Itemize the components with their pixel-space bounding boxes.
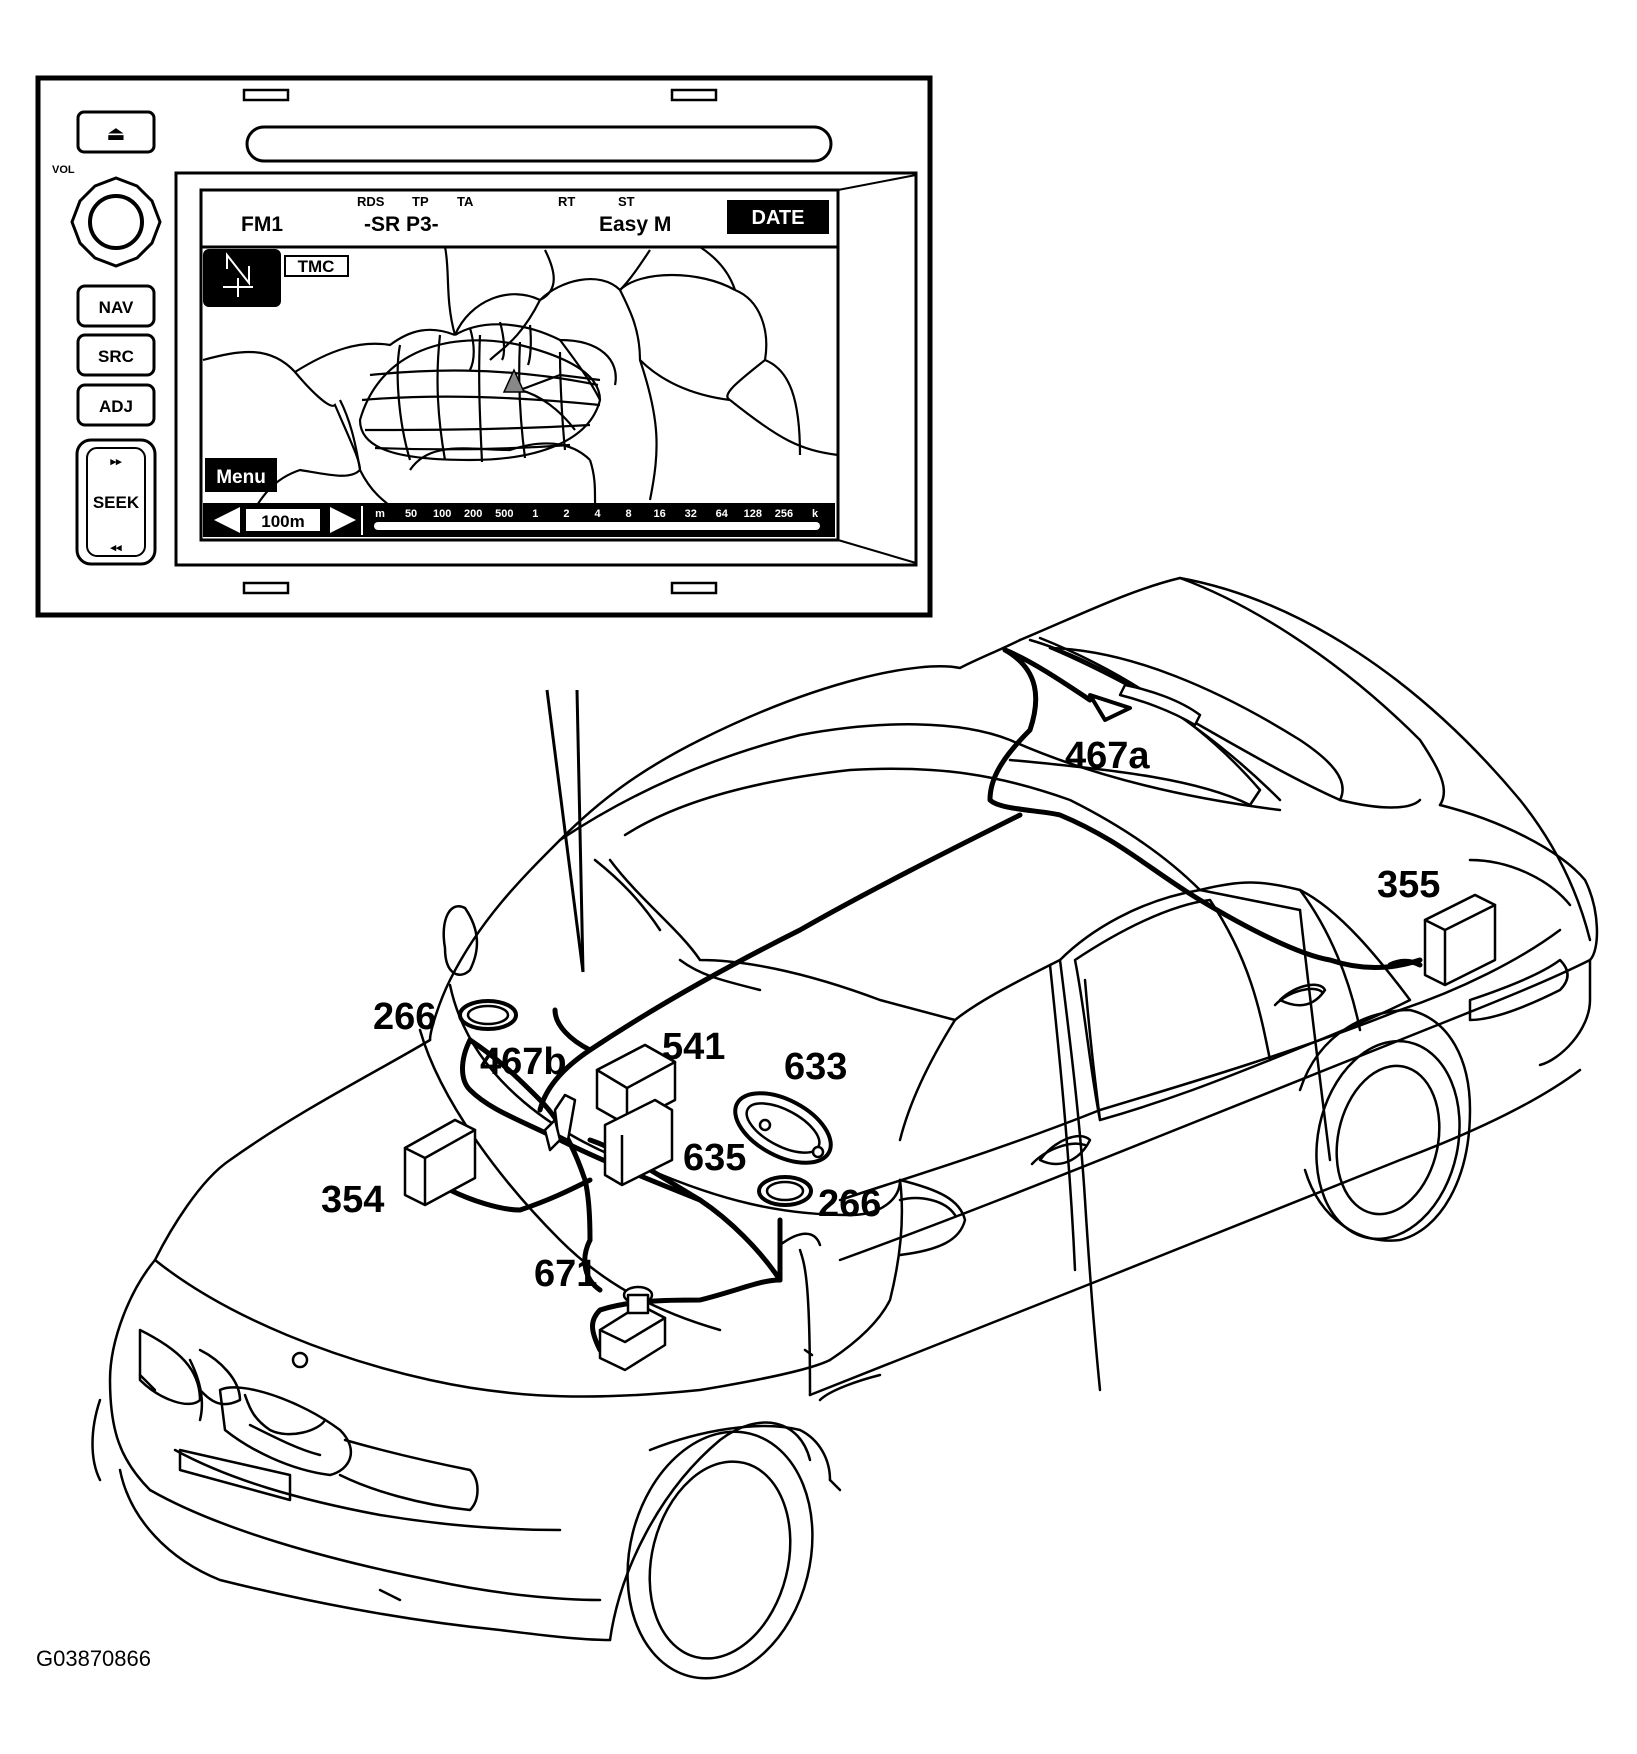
rt-indicator: RT — [558, 194, 575, 209]
scale-tick-label: 200 — [464, 508, 482, 520]
zoom-in-icon[interactable] — [330, 507, 356, 533]
mount-tab — [242, 581, 290, 595]
scale-slider-track[interactable] — [374, 522, 820, 530]
nav-button-label: NAV — [99, 298, 134, 317]
bezel-edge — [837, 174, 917, 191]
adj-button-label: ADJ — [99, 397, 133, 416]
bracket-635 — [543, 1093, 577, 1152]
head-unit: ⏏ VOL NAV SRC ADJ ▸▸ SEEK ◂◂ — [35, 75, 933, 618]
volume-label: VOL — [52, 164, 75, 176]
scale-tick-label: 1 — [532, 508, 538, 520]
antenna-cable — [545, 689, 585, 973]
callout-labels: 467a 355 266 467b 541 633 635 354 266 67… — [321, 735, 1440, 1295]
scale-ticks: m 50 100 200 500 1 2 4 8 16 32 64 128 256 k — [375, 508, 819, 520]
date-button-label: DATE — [752, 207, 805, 229]
speaker-266-right — [757, 1175, 813, 1207]
tmc-label: TMC — [298, 257, 335, 276]
scale-tick-label: 16 — [654, 508, 666, 520]
src-button-label: SRC — [98, 347, 134, 366]
ta-indicator: TA — [457, 194, 474, 209]
date-button[interactable]: DATE — [727, 200, 829, 234]
tp-indicator: TP — [412, 194, 429, 209]
module-355 — [1423, 893, 1497, 987]
program-name: Easy M — [599, 213, 671, 236]
wiring-harness — [447, 647, 1423, 1353]
scale-tick-label: 32 — [685, 508, 697, 520]
seek-up-icon: ▸▸ — [109, 456, 122, 468]
band-label: FM1 — [241, 213, 283, 236]
station-name: -SR P3- — [364, 213, 439, 236]
figure-id: G03870866 — [36, 1646, 151, 1671]
callout-266-right: 266 — [818, 1183, 881, 1225]
seek-label: SEEK — [93, 493, 140, 512]
module-354 — [403, 1118, 477, 1207]
tmc-badge — [284, 255, 349, 277]
scale-tick-label: 8 — [626, 508, 632, 520]
steering-wheel-633 — [733, 1091, 833, 1165]
scale-tick-label: 100 — [433, 508, 451, 520]
callout-355: 355 — [1377, 864, 1440, 906]
callout-541: 541 — [662, 1026, 725, 1068]
bezel-edge — [837, 539, 917, 564]
st-indicator: ST — [618, 194, 635, 209]
menu-button[interactable]: Menu — [205, 458, 277, 492]
scale-tick-label: 500 — [495, 508, 513, 520]
scale-value: 100m — [261, 512, 304, 531]
roof-spoiler-light — [1118, 683, 1202, 727]
vehicle-illustration — [91, 576, 1599, 1680]
callout-266-left: 266 — [373, 996, 436, 1038]
volume-knob[interactable] — [70, 176, 162, 268]
scale-tick-label: 128 — [744, 508, 762, 520]
scale-tick-label: m — [375, 508, 385, 520]
callout-671: 671 — [534, 1253, 597, 1295]
src-button[interactable]: SRC — [76, 333, 156, 377]
components — [403, 683, 1497, 1372]
mount-tab — [242, 88, 290, 102]
eject-button[interactable] — [76, 110, 156, 154]
eject-icon: ⏏ — [107, 121, 126, 145]
vehicle-position-icon — [502, 368, 526, 393]
unit-541 — [595, 1043, 677, 1187]
callout-467a: 467a — [1065, 735, 1150, 777]
scale-tick-label: k — [812, 508, 819, 520]
scale-tick-label: 256 — [775, 508, 793, 520]
mount-tab — [670, 581, 718, 595]
speaker-266-left — [458, 999, 518, 1031]
scale-tick-label: 50 — [405, 508, 417, 520]
callout-633: 633 — [784, 1046, 847, 1088]
scale-tick-label: 4 — [594, 508, 601, 520]
scale-tick-label: 64 — [716, 508, 729, 520]
mount-tab — [670, 88, 718, 102]
callout-467b: 467b — [480, 1041, 567, 1083]
nav-button[interactable]: NAV — [76, 284, 156, 328]
seek-rocker[interactable]: ▸▸ SEEK ◂◂ — [75, 438, 157, 566]
seek-down-icon: ◂◂ — [109, 542, 122, 554]
rds-indicator: RDS — [357, 194, 385, 209]
connector-671 — [598, 1285, 667, 1372]
callout-354: 354 — [321, 1179, 384, 1221]
callout-635: 635 — [683, 1137, 746, 1179]
roof-antenna — [1088, 693, 1132, 722]
menu-button-label: Menu — [216, 467, 266, 488]
zoom-out-icon[interactable] — [214, 507, 240, 533]
scale-value-box — [244, 507, 322, 533]
adj-button[interactable]: ADJ — [76, 383, 156, 427]
compass-icon[interactable] — [203, 249, 281, 307]
nav-screen: RDS TP TA RT ST FM1 -SR P3- Easy M DATE — [199, 188, 840, 542]
cd-slot[interactable] — [245, 125, 833, 163]
scale-tick-label: 2 — [563, 508, 569, 520]
map-view[interactable] — [201, 245, 839, 526]
